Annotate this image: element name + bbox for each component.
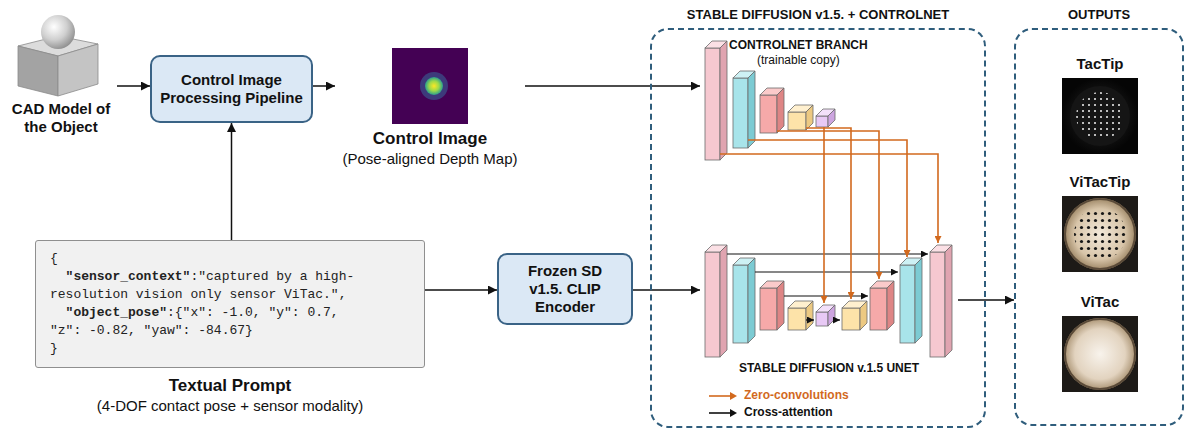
text-group: ViTac (1054, 293, 1146, 311)
text-group: Frozen SD v1.5. CLIP Encoder (517, 262, 613, 316)
node-text: Control Image Processing Pipeline (160, 71, 303, 106)
unet: STABLE DIFFUSION v.1.5 UNET (700, 244, 958, 378)
sensor-output: TacTip (1054, 52, 1146, 156)
encoder-box: Frozen SD v1.5. CLIP Encoder (497, 253, 633, 325)
output-group: OUTPUTS TacTipViTacTipViTac (1014, 4, 1184, 426)
text-group: Textual Prompt (4-DOF contact pose + sens… (35, 375, 425, 415)
process-box: Control Image Processing Pipeline (150, 55, 313, 123)
text-group: OUTPUTS (1014, 7, 1184, 23)
node-text: TacTip (1077, 55, 1124, 72)
text-line: } (50, 340, 370, 358)
node-text: (4-DOF contact pose + sensor modality) (97, 397, 363, 414)
text-line: CAD Model of the Object (5, 100, 117, 136)
node-text: STABLE DIFFUSION v.1.5 UNET (739, 361, 919, 375)
text-line: { (50, 250, 370, 268)
vitac-image (1062, 316, 1138, 392)
legend-row: Cross-attention (708, 404, 849, 421)
text-group: { "sensor_context":"captured by a high-re… (35, 240, 425, 368)
text-group: STABLE DIFFUSION v1.5. + CONTROLNET (650, 7, 986, 23)
node-text: CAD Model of the Object (12, 100, 110, 135)
text-group: Control Image Processing Pipeline (156, 71, 307, 107)
connector (525, 85, 700, 87)
depth-map (392, 48, 468, 124)
node-text: Textual Prompt (169, 376, 291, 395)
zero-convolution-arrows (720, 127, 938, 303)
sensor-output: ViTacTip (1054, 170, 1146, 274)
node-text: } (50, 341, 58, 356)
connector (425, 289, 497, 291)
vitactip-image (1062, 196, 1138, 272)
text-line: Frozen SD v1.5. CLIP Encoder (517, 262, 613, 316)
text-line: OUTPUTS (1014, 7, 1184, 23)
text-line: "object_pose":{"x": -1.0, "y": 0.7, "z":… (50, 304, 370, 340)
node-text: OUTPUTS (1068, 7, 1130, 22)
node-text: (trainable copy) (757, 53, 840, 67)
text-line: CONTROLNET BRANCH (729, 38, 868, 53)
connector (958, 299, 1014, 301)
connector (313, 85, 335, 87)
legend-sample (708, 407, 738, 419)
text-line: STABLE DIFFUSION v.1.5 UNET (700, 361, 958, 376)
object-figure: CAD Model of the Object (5, 12, 117, 136)
text-line: (Pose-aligned Depth Map) (335, 149, 525, 168)
cross-attention-arrows (727, 254, 928, 320)
node-text: Frozen SD v1.5. CLIP Encoder (528, 262, 602, 315)
connector (231, 123, 233, 240)
legend-text: Zero-convolutions (744, 388, 849, 403)
text-line: STABLE DIFFUSION v1.5. + CONTROLNET (650, 7, 986, 23)
text-group: Control Image (Pose-aligned Depth Map) (335, 48, 525, 168)
text-line: ViTacTip (1054, 173, 1146, 191)
text-group: ViTacTip (1054, 173, 1146, 191)
legend: Zero-convolutionsCross-attention (708, 387, 849, 421)
node-text: { (50, 251, 58, 266)
connector (633, 289, 700, 291)
legend-text: Cross-attention (744, 405, 833, 420)
prompt-box: { "sensor_context":"captured by a high-re… (35, 240, 425, 415)
text-group: CONTROLNET BRANCH(trainable copy) (729, 38, 868, 68)
legend-sample (708, 390, 738, 402)
text-line: Control Image (335, 128, 525, 149)
text-group: TacTip (1054, 55, 1146, 73)
legend-row: Zero-convolutions (708, 387, 849, 404)
control-image: Control Image (Pose-aligned Depth Map) (335, 48, 525, 168)
node-text: Control Image (373, 129, 487, 148)
node-text: ViTac (1081, 293, 1120, 310)
node-text: CONTROLNET BRANCH (729, 38, 868, 52)
text-line: ViTac (1054, 293, 1146, 311)
controlnet-branch: CONTROLNET BRANCH(trainable copy) (700, 36, 890, 162)
text-line: Textual Prompt (35, 375, 425, 396)
text-line: (4-DOF contact pose + sensor modality) (35, 396, 425, 415)
tactip-image (1062, 78, 1138, 154)
node-text: ViTacTip (1070, 173, 1131, 190)
text-group: CAD Model of the Object (5, 12, 117, 136)
connector (117, 85, 150, 87)
network-blocks (705, 41, 952, 357)
text-line: "sensor_context":"captured by a high-res… (50, 268, 370, 304)
sensor-output: ViTac (1054, 290, 1146, 394)
cad-model (18, 15, 98, 96)
node-text: STABLE DIFFUSION v1.5. + CONTROLNET (687, 7, 949, 22)
node-text: (Pose-aligned Depth Map) (342, 150, 517, 167)
dashed-frame (1014, 28, 1184, 426)
text-line: TacTip (1054, 55, 1146, 73)
node-text: "sensor_context" (66, 269, 191, 284)
text-group: STABLE DIFFUSION v.1.5 UNET (700, 361, 958, 376)
model-group: STABLE DIFFUSION v1.5. + CONTROLNET CONTR… (650, 4, 986, 428)
text-line: Control Image Processing Pipeline (156, 71, 307, 107)
node-text: "object_pose" (66, 305, 167, 320)
text-line: (trainable copy) (729, 53, 868, 68)
